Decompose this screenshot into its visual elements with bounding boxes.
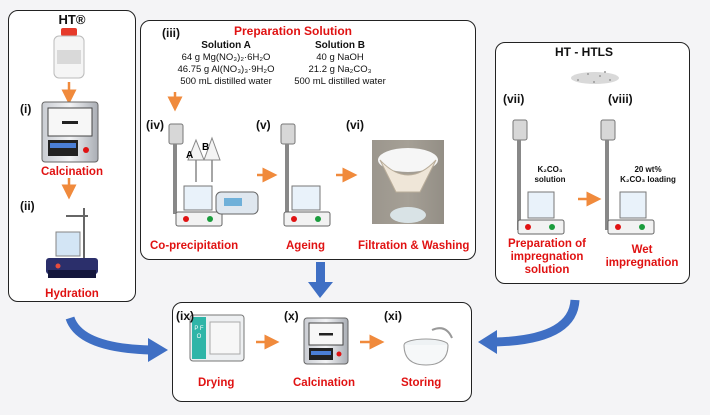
step-vii-label-l3: solution bbox=[524, 264, 570, 276]
solution-b-name: Solution B bbox=[315, 40, 365, 51]
step-i-number: (i) bbox=[20, 102, 32, 116]
solution-b-block: Solution B 40 g NaOH 21.2 g Na₂CO₃ 500 m… bbox=[280, 40, 400, 88]
furnace-icon bbox=[303, 317, 349, 365]
step-vi-label: Filtration & Washing bbox=[358, 240, 470, 252]
drying-oven-icon bbox=[189, 314, 245, 362]
ageing-setup-icon bbox=[280, 123, 331, 227]
step-viii-label: Wet impregnation bbox=[594, 244, 690, 270]
preparation-solution-title: Preparation Solution bbox=[234, 24, 353, 38]
step-ix-number: (ix) bbox=[176, 309, 194, 323]
filtration-photo-icon bbox=[372, 140, 444, 224]
loading-line1: 20 wt% bbox=[634, 165, 662, 174]
wet-impregnation-setup-icon bbox=[600, 119, 655, 235]
k2co3-line1: K₂CO₃ bbox=[537, 165, 563, 174]
blue-flow-arrows bbox=[65, 262, 580, 362]
solution-b-line3: 500 mL distilled water bbox=[294, 76, 386, 87]
solution-b-line1: 40 g NaOH bbox=[316, 52, 364, 63]
step-viii-label-l2: impregnation bbox=[605, 257, 679, 269]
step-xi-label: Storing bbox=[401, 377, 442, 389]
funnel-b-tag: B bbox=[202, 142, 210, 153]
step-x-number: (x) bbox=[284, 309, 299, 323]
step-x-label: Calcination bbox=[293, 377, 355, 389]
step-vii-number: (vii) bbox=[503, 92, 525, 106]
step-iv-number: (iv) bbox=[146, 118, 164, 132]
solution-a-line2: 46.75 g Al(NO₃)₃·9H₂O bbox=[177, 64, 275, 75]
solution-b-line2: 21.2 g Na₂CO₃ bbox=[308, 64, 372, 75]
desiccator-icon bbox=[403, 327, 453, 366]
step-vii-label: Preparation of impregnation solution bbox=[496, 238, 598, 277]
k2co3-line2: solution bbox=[534, 175, 566, 184]
step-xi-number: (xi) bbox=[384, 309, 402, 323]
powder-pile-icon bbox=[571, 71, 619, 84]
step-ii-label: Hydration bbox=[45, 288, 99, 300]
step-ix-label: Drying bbox=[198, 377, 235, 389]
impregnation-solution-setup-icon bbox=[512, 119, 565, 235]
furnace-icon bbox=[41, 101, 99, 163]
step-iv-label: Co-precipitation bbox=[150, 240, 239, 252]
left-panel-title: HT® bbox=[58, 12, 86, 27]
step-vii-label-l2: impregnation bbox=[510, 251, 584, 263]
coprecipitation-setup-icon bbox=[168, 123, 259, 227]
solution-a-name: Solution A bbox=[201, 40, 251, 51]
step-ii-number: (ii) bbox=[20, 199, 35, 213]
reagent-bottle-icon bbox=[53, 28, 85, 79]
step-vii-label-l1: Preparation of bbox=[508, 238, 586, 250]
step-v-label: Ageing bbox=[286, 240, 325, 252]
step-i-label: Calcination bbox=[41, 166, 103, 178]
k2co3-loading-label: 20 wt% K₂CO₃ loading bbox=[616, 165, 680, 185]
step-viii-label-l1: Wet bbox=[631, 244, 653, 256]
step-vi-number: (vi) bbox=[346, 118, 364, 132]
step-viii-number: (viii) bbox=[608, 92, 633, 106]
solution-a-line3: 500 mL distilled water bbox=[180, 76, 272, 87]
oven-panel-text: P F O bbox=[194, 326, 204, 340]
loading-line2: K₂CO₃ loading bbox=[620, 175, 676, 184]
step-iii-number: (iii) bbox=[162, 26, 180, 40]
right-panel-title: HT - HTLS bbox=[555, 45, 613, 59]
step-v-number: (v) bbox=[256, 118, 271, 132]
solution-a-block: Solution A 64 g Mg(NO₃)₂·6H₂O 46.75 g Al… bbox=[166, 40, 286, 88]
k2co3-solution-label: K₂CO₃ solution bbox=[528, 165, 572, 185]
funnel-a-tag: A bbox=[186, 150, 194, 161]
hotplate-stirrer-icon bbox=[46, 208, 98, 278]
solution-a-line1: 64 g Mg(NO₃)₂·6H₂O bbox=[181, 52, 271, 63]
